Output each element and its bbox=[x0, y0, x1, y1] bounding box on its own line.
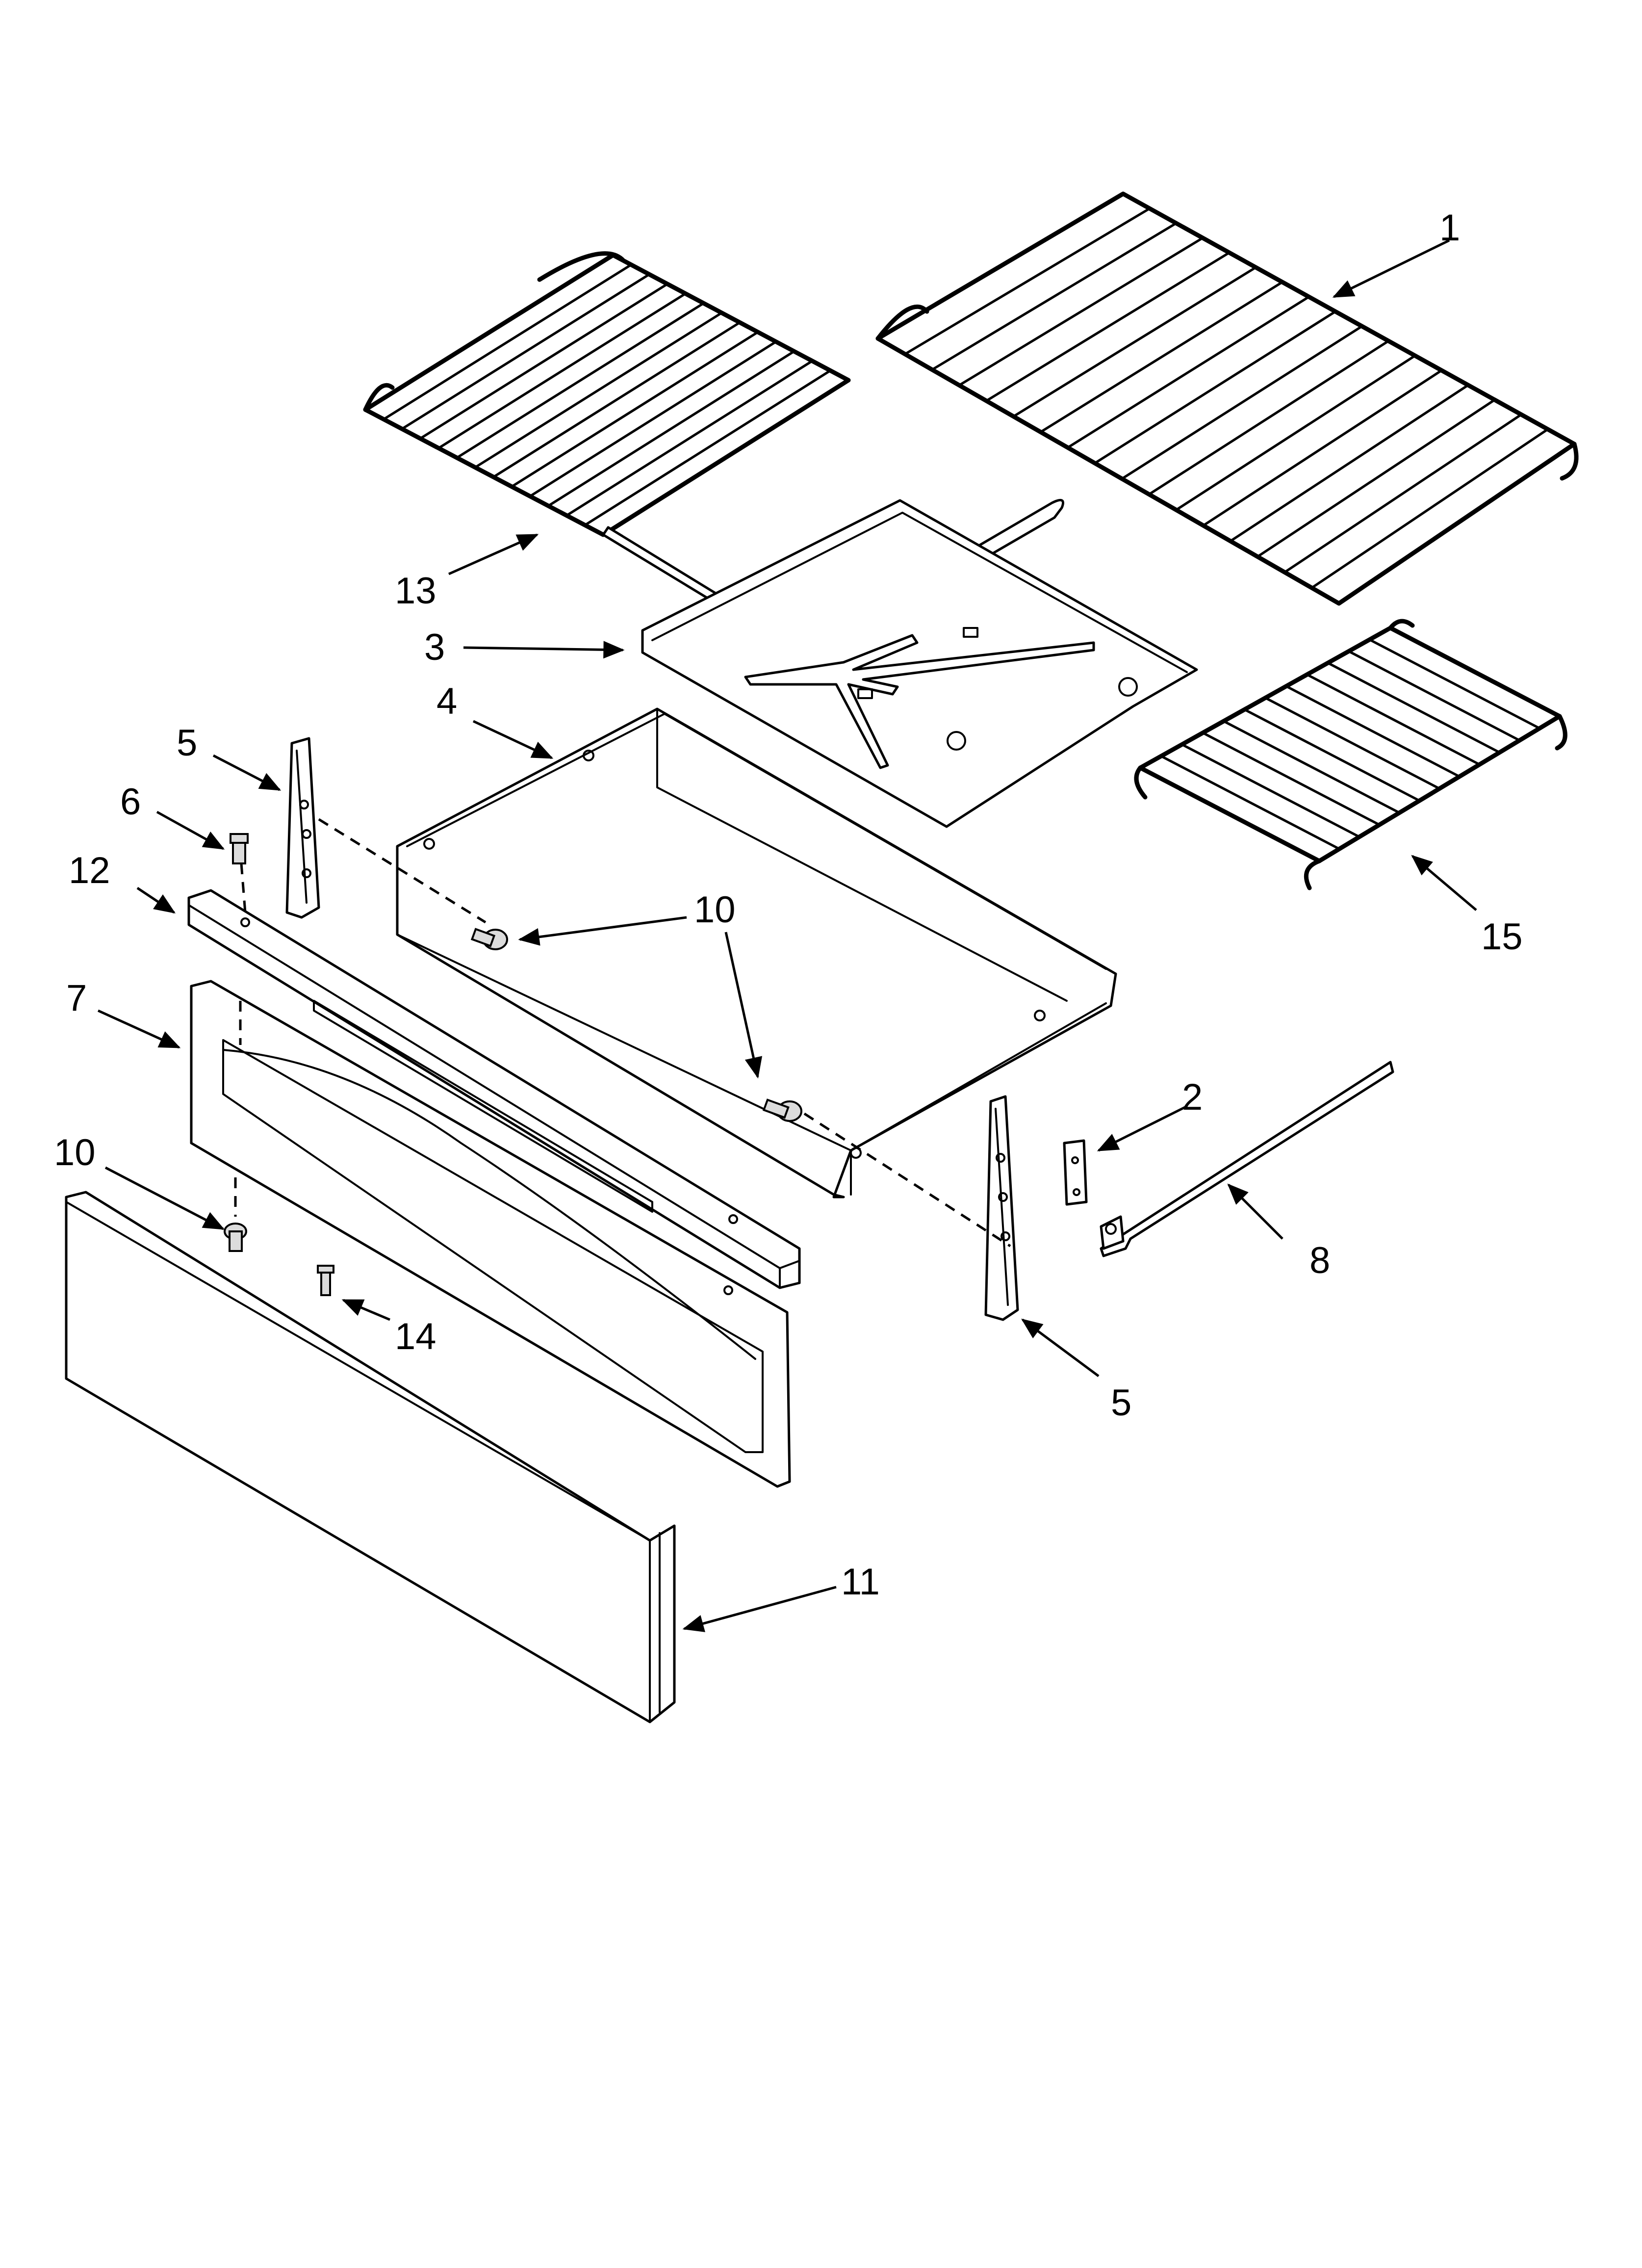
kick-panel bbox=[65, 1191, 676, 1723]
rack-wire bbox=[1066, 295, 1310, 449]
leader-2 bbox=[1097, 1105, 1188, 1152]
callout-4: 4 bbox=[436, 680, 457, 722]
rack-wire bbox=[1347, 650, 1521, 742]
leader-5a bbox=[212, 754, 282, 791]
rack-wire bbox=[1180, 743, 1361, 838]
rack-wire bbox=[1368, 638, 1541, 730]
alignment-line-left bbox=[318, 818, 487, 924]
leader-11 bbox=[682, 1586, 837, 1632]
callout-13: 13 bbox=[395, 570, 436, 612]
rack-wire bbox=[1202, 369, 1443, 527]
leader-14 bbox=[341, 1299, 390, 1321]
rack-wire bbox=[1012, 266, 1257, 418]
callout-2: 2 bbox=[1182, 1076, 1203, 1118]
screw-part-10-middle bbox=[762, 1098, 802, 1122]
screw-part-10-lower bbox=[224, 1223, 247, 1252]
oven-rack-large bbox=[875, 191, 1579, 606]
rack-wire bbox=[1202, 731, 1381, 826]
callout-10b: 10 bbox=[54, 1132, 96, 1173]
leader-10b bbox=[104, 1166, 225, 1230]
leader-12 bbox=[136, 886, 176, 914]
callout-6: 6 bbox=[120, 781, 141, 823]
small-wire-rack bbox=[1134, 619, 1567, 890]
leader-10a-1 bbox=[518, 916, 687, 946]
rack-wire bbox=[1148, 339, 1390, 496]
clip-part-2 bbox=[1063, 1139, 1088, 1206]
rack-wire bbox=[958, 236, 1204, 387]
leader-13 bbox=[448, 533, 539, 575]
leader-5b bbox=[1021, 1318, 1100, 1378]
rack-wire bbox=[1039, 281, 1284, 434]
rack-wire bbox=[1160, 755, 1341, 850]
callout-5a: 5 bbox=[177, 722, 197, 764]
alignment-line-rail bbox=[240, 863, 247, 913]
rack-wire bbox=[1285, 685, 1461, 778]
rack-wire bbox=[382, 263, 633, 421]
rack-wire bbox=[1264, 697, 1441, 790]
callout-11: 11 bbox=[841, 1561, 880, 1603]
slide-bracket-left bbox=[285, 737, 320, 919]
rack-wire bbox=[1283, 413, 1523, 574]
rack-wire bbox=[1175, 354, 1416, 511]
callout-15: 15 bbox=[1481, 916, 1523, 958]
rack-wire bbox=[437, 292, 687, 449]
callout-14: 14 bbox=[395, 1316, 436, 1357]
rack-wire bbox=[1327, 661, 1501, 754]
front-rail bbox=[187, 889, 801, 1289]
rack-wire bbox=[547, 350, 795, 507]
rack-wire bbox=[1229, 384, 1470, 543]
rack-wire bbox=[985, 251, 1231, 402]
rack-wire bbox=[1243, 708, 1421, 802]
drawer-liner-panel bbox=[641, 499, 1198, 828]
leader-15 bbox=[1411, 855, 1477, 911]
callout-10a: 10 bbox=[694, 889, 736, 931]
drawer-front-panel bbox=[190, 980, 791, 1488]
screw-part-14 bbox=[317, 1265, 334, 1296]
screw-part-10-upper bbox=[470, 928, 508, 950]
rack-wire bbox=[456, 302, 705, 459]
rack-wire bbox=[474, 312, 723, 469]
callout-7: 7 bbox=[66, 977, 87, 1019]
rack-wire bbox=[584, 369, 832, 526]
rack-wire bbox=[1121, 325, 1363, 480]
leader-3 bbox=[463, 641, 625, 659]
rack-wire bbox=[510, 331, 759, 488]
leader-6 bbox=[156, 810, 225, 850]
leader-1 bbox=[1332, 239, 1450, 298]
rack-wire bbox=[419, 283, 669, 440]
leader-4 bbox=[472, 720, 554, 759]
rack-wire bbox=[903, 207, 1151, 356]
rack-wire bbox=[1306, 673, 1481, 766]
callout-1: 1 bbox=[1439, 207, 1460, 249]
split-oven-rack bbox=[363, 251, 1064, 675]
rack-wire bbox=[931, 222, 1178, 371]
callout-8: 8 bbox=[1309, 1240, 1330, 1281]
rack-wire bbox=[401, 273, 651, 430]
rack-wire bbox=[1222, 720, 1401, 814]
rack-wire bbox=[1310, 428, 1549, 589]
leader-10a-2 bbox=[724, 932, 763, 1079]
callout-5b: 5 bbox=[1111, 1382, 1131, 1424]
rack-wire bbox=[1093, 310, 1337, 465]
rack-wire bbox=[529, 340, 777, 498]
callout-12: 12 bbox=[69, 850, 110, 891]
callout-3: 3 bbox=[424, 626, 445, 668]
rack-wire bbox=[492, 321, 741, 478]
screw-part-6 bbox=[230, 833, 249, 864]
leader-8 bbox=[1227, 1183, 1283, 1240]
slide-rail-part-8 bbox=[1100, 1061, 1394, 1257]
slide-bracket-right bbox=[984, 1095, 1019, 1321]
alignment-line-right bbox=[803, 1112, 1011, 1248]
leader-7 bbox=[97, 1009, 181, 1049]
rack-wire bbox=[565, 360, 814, 517]
rack-wire bbox=[1256, 398, 1496, 558]
